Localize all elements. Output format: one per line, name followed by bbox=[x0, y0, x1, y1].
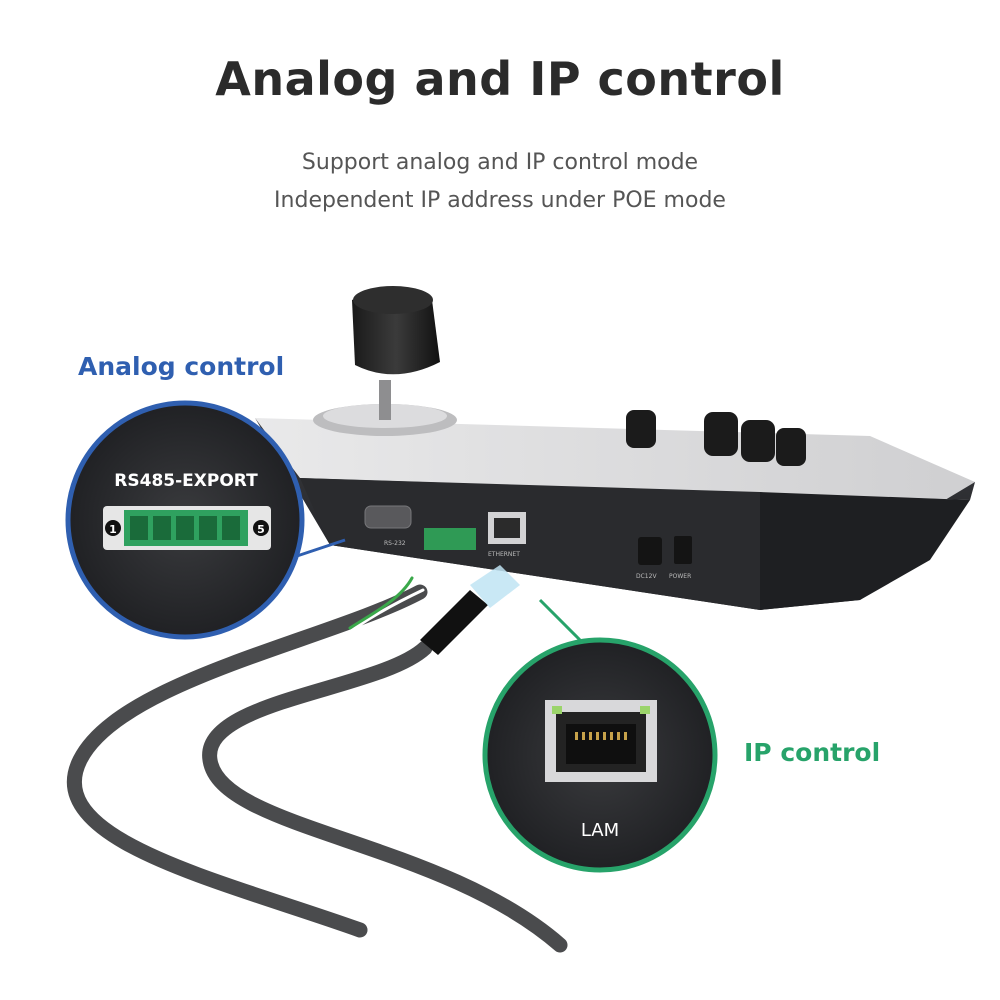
pin-end-label: 5 bbox=[257, 523, 265, 536]
subtitle-line-2: Independent IP address under POE mode bbox=[274, 188, 726, 213]
controller-device: RS-232 ETHERNET DC12V POWER bbox=[255, 286, 975, 610]
cables bbox=[66, 576, 568, 953]
page-title: Analog and IP control bbox=[215, 52, 785, 106]
power-label: POWER bbox=[669, 573, 691, 580]
rs485-label: RS485-EXPORT bbox=[114, 471, 258, 491]
analog-callout: RS485-EXPORT 1 5 bbox=[65, 400, 305, 640]
ip-pointer bbox=[538, 598, 582, 642]
analog-control-label: Analog control bbox=[78, 352, 285, 381]
ethernet-label: ETHERNET bbox=[488, 551, 520, 558]
dc-label: DC12V bbox=[636, 573, 657, 580]
ip-control-label: IP control bbox=[744, 738, 881, 767]
lam-label: LAM bbox=[581, 820, 619, 841]
subtitle-line-1: Support analog and IP control mode bbox=[301, 150, 699, 175]
ip-callout: LAM bbox=[482, 637, 718, 873]
pin-start-label: 1 bbox=[109, 523, 117, 536]
rj45-plug bbox=[420, 565, 520, 655]
rs232-label: RS-232 bbox=[384, 540, 406, 547]
